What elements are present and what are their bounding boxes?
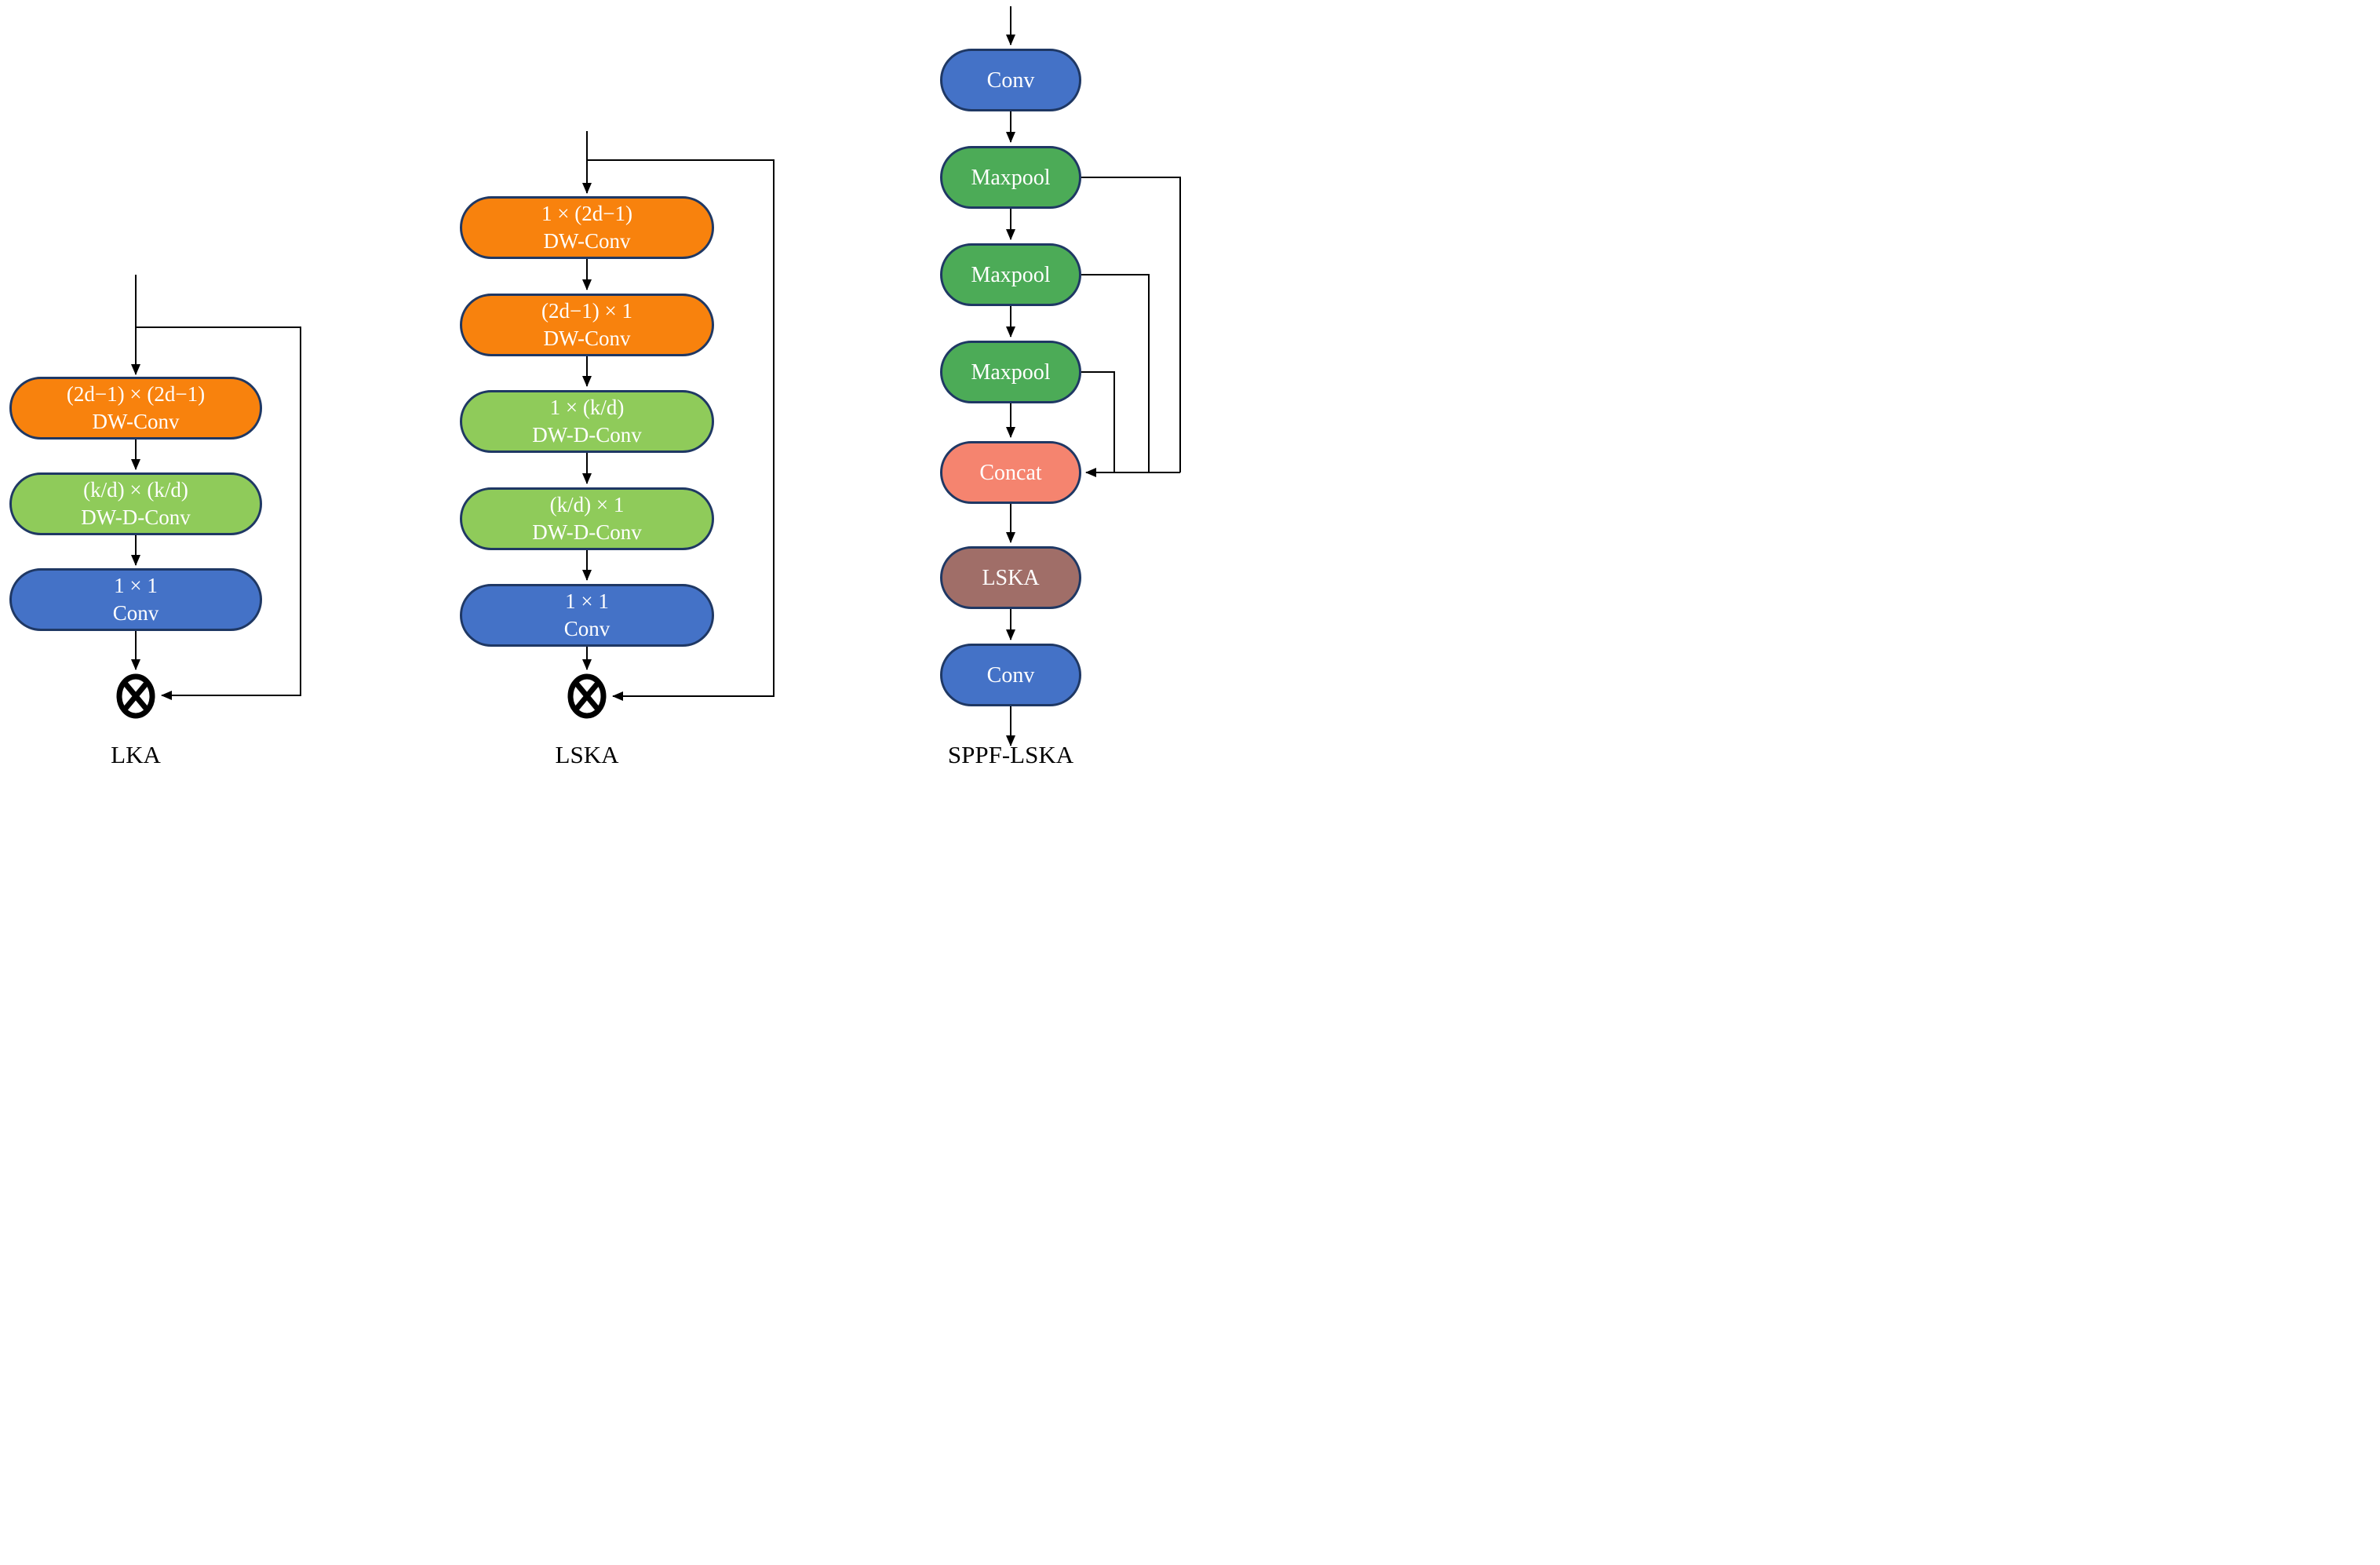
sppf-skip-maxpool3: [1081, 371, 1115, 472]
lka-conv-box: 1 × 1 Conv: [9, 568, 262, 631]
sppf-maxpool1-box: Maxpool: [940, 146, 1081, 209]
box-op-text: Maxpool: [971, 359, 1051, 385]
lka-column-label: LKA: [111, 741, 161, 768]
box-op-text: Maxpool: [971, 262, 1051, 287]
sppf-lska-box: LSKA: [940, 546, 1081, 609]
box-op-text: DW-Conv: [543, 326, 631, 350]
lka-skip-connection: [136, 326, 301, 700]
box-op-text: DW-D-Conv: [532, 520, 642, 544]
lska-dw-conv-h-box: 1 × (2d−1) DW-Conv: [460, 196, 714, 259]
sppf-skip-maxpool2: [1081, 274, 1150, 472]
sppf-conv1-box: Conv: [940, 49, 1081, 111]
box-kernel-text: (k/d) × 1: [549, 493, 625, 516]
lka-dw-conv-box: (2d−1) × (2d−1) DW-Conv: [9, 377, 262, 440]
sppf-maxpool2-box: Maxpool: [940, 243, 1081, 306]
lka-dw-d-conv-box: (k/d) × (k/d) DW-D-Conv: [9, 472, 262, 535]
box-op-text: DW-Conv: [92, 410, 180, 433]
box-kernel-text: (2d−1) × (2d−1): [66, 382, 206, 406]
box-op-text: Conv: [986, 67, 1035, 93]
multiply-icon: [116, 673, 155, 719]
box-kernel-text: (k/d) × (k/d): [83, 478, 188, 502]
box-op-text: Conv: [112, 601, 159, 625]
box-op-text: Maxpool: [971, 165, 1051, 190]
lska-skip-connection: [587, 159, 775, 701]
box-op-text: DW-D-Conv: [532, 423, 642, 447]
lska-dw-conv-v-box: (2d−1) × 1 DW-Conv: [460, 294, 714, 356]
box-op-text: Conv: [986, 662, 1035, 688]
box-op-text: Conv: [563, 617, 610, 640]
box-op-text: LSKA: [982, 565, 1040, 590]
box-kernel-text: 1 × 1: [114, 574, 158, 597]
lska-dw-d-conv-h-box: 1 × (k/d) DW-D-Conv: [460, 390, 714, 453]
diagram-canvas: (2d−1) × (2d−1) DW-Conv (k/d) × (k/d) DW…: [0, 0, 1190, 782]
lska-column-label: LSKA: [555, 741, 619, 768]
box-op-text: DW-Conv: [543, 229, 631, 253]
sppf-conv2-box: Conv: [940, 644, 1081, 706]
box-kernel-text: (2d−1) × 1: [541, 299, 632, 323]
box-kernel-text: 1 × 1: [565, 589, 609, 613]
connector-layer: [116, 6, 1181, 746]
lska-dw-d-conv-v-box: (k/d) × 1 DW-D-Conv: [460, 487, 714, 550]
sppf-skip-maxpool1: [1081, 177, 1181, 472]
box-kernel-text: 1 × (k/d): [549, 396, 625, 419]
multiply-icon: [567, 673, 607, 719]
lska-conv-box: 1 × 1 Conv: [460, 584, 714, 647]
sppf-maxpool3-box: Maxpool: [940, 341, 1081, 403]
box-op-text: Concat: [979, 460, 1042, 485]
sppf-concat-box: Concat: [940, 441, 1081, 504]
box-op-text: DW-D-Conv: [81, 505, 191, 529]
box-kernel-text: 1 × (2d−1): [541, 202, 632, 225]
sppf-column-label: SPPF-LSKA: [947, 741, 1074, 768]
